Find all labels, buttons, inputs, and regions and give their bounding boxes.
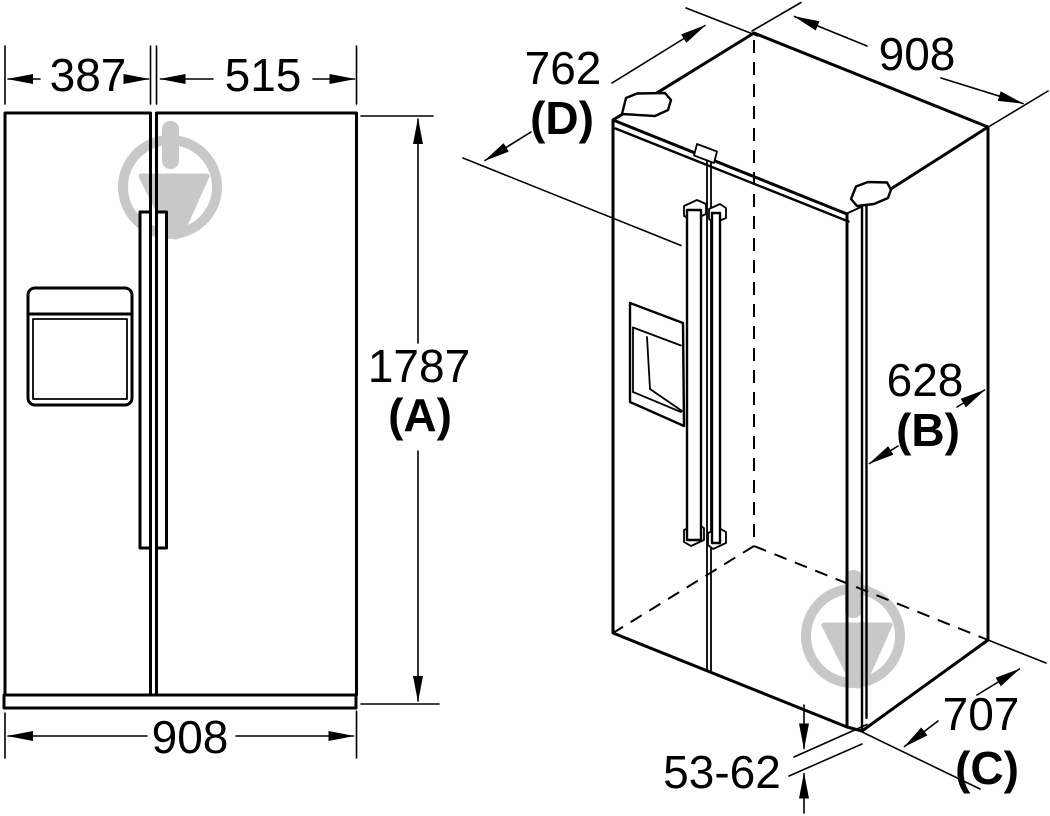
dim-full-depth: 707 xyxy=(943,688,1020,740)
watermark-logo-icon xyxy=(806,570,900,686)
dim-depth-total: 762 xyxy=(525,42,602,94)
dim-height-key: (A) xyxy=(388,389,452,441)
top-hinge-right xyxy=(849,180,893,208)
isometric-view xyxy=(611,31,1047,733)
dim-height: 1787 xyxy=(368,340,470,392)
front-right-handle xyxy=(155,210,168,550)
dim-depth-total-key: (D) xyxy=(530,92,594,144)
iso-dispenser xyxy=(628,301,686,428)
front-dispenser xyxy=(26,286,134,407)
iso-cabinet-outline xyxy=(611,31,990,733)
dim-full-depth-key: (C) xyxy=(955,742,1019,794)
dim-front-left-door-width: 387 xyxy=(50,49,127,101)
dim-floor-gap: 53-62 xyxy=(663,746,781,798)
iso-right-handle xyxy=(707,203,727,550)
top-hinge-middle xyxy=(693,143,718,164)
dim-depth-total-lines xyxy=(462,7,759,247)
front-plinth xyxy=(2,693,358,710)
front-view xyxy=(2,111,358,710)
dim-body-depth-lines xyxy=(868,389,986,465)
dim-top-width-lines xyxy=(751,1,1049,127)
dim-top-width: 908 xyxy=(879,28,956,80)
dim-full-depth-lines xyxy=(855,668,1021,790)
dim-body-depth: 628 xyxy=(887,354,964,406)
dim-height-lines xyxy=(360,115,440,705)
dim-front-total-width: 908 xyxy=(152,711,229,763)
watermark-logo-icon xyxy=(123,121,217,237)
dim-front-width-lines xyxy=(4,710,358,759)
hidden-bottom-right-edge xyxy=(753,545,989,641)
dim-body-depth-key: (B) xyxy=(896,404,960,456)
hidden-bottom-left-edge xyxy=(612,545,755,634)
dim-floor-gap-lines xyxy=(788,704,868,814)
dim-front-top-lines xyxy=(4,45,358,105)
dim-front-right-door-width: 515 xyxy=(225,49,302,101)
top-hinge-left xyxy=(620,91,673,118)
front-left-handle xyxy=(138,210,152,550)
iso-left-handle xyxy=(683,199,707,547)
